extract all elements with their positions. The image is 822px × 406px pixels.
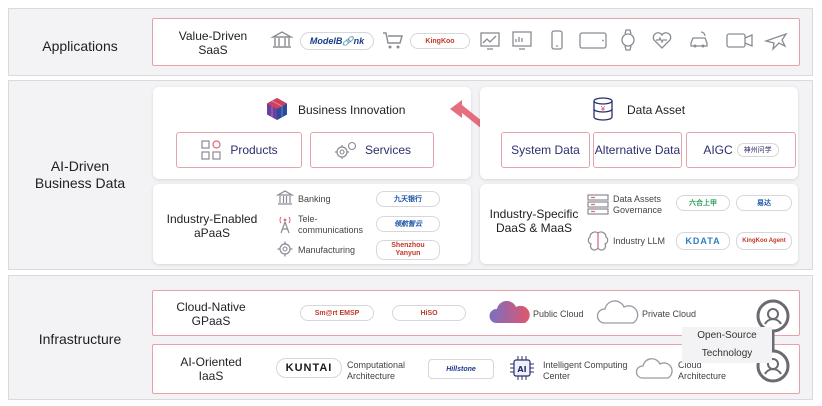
public-cloud-label: Public Cloud [533,309,584,319]
business-data-label-line2: Business Data [34,175,126,191]
kuntai-logo: KUNTAI [276,358,342,378]
private-cloud-icon [596,300,639,324]
system-data-box: System Data [501,132,590,168]
products-box: Products [176,132,302,168]
tablet-icon [579,32,607,49]
shenzhou-yanyun-line1: Shenzhou [391,242,425,249]
data-governance-icon [587,194,609,215]
data-asset-title: Data Asset [627,103,686,117]
services-gear-icon [334,141,357,159]
governance-label-line1: Data Assets [613,194,662,204]
svg-text:¥: ¥ [601,105,606,113]
governance-label-line2: Governance [613,205,663,215]
intelligent-computing-label: Intelligent Computing Center [543,360,628,382]
video-camera-icon [726,33,753,48]
apaas-label: Industry-Enabled aPaaS [160,212,264,240]
database-icon: ¥ [593,97,613,121]
dashboard-icon [512,31,532,50]
computational-label-line1: Computational [347,360,406,370]
bank-icon [270,31,294,48]
manufacturing-label: Manufacturing [298,245,356,255]
shopping-cart-icon [383,32,403,49]
iaas-label-line2: IaaS [198,369,224,383]
mobile-phone-icon [551,30,563,50]
open-source-line2: Technology [682,345,772,363]
infrastructure-label: Infrastructure [38,331,122,347]
smart-vision-logo: 神州问学 [736,143,779,157]
computational-label: Computational Architecture [347,360,405,382]
yida-logo: 易达 [736,195,792,211]
brain-llm-icon [587,231,609,251]
business-data-label-line1: AI-Driven [50,158,110,174]
kingkoo-agent-logo: KingKoo Agent [736,232,792,250]
telecom-label-line1: Tele- [298,214,318,224]
shenzhou-yanyun-line2: Yanyun [395,250,421,257]
shenzhou-yanyun-logo: Shenzhou Yanyun [376,240,440,260]
cloud-architecture-icon [635,358,673,379]
apaas-label-line1: Industry-Enabled [166,212,258,226]
applications-label: Applications [42,38,118,54]
smart-emsp-logo: Sm@rt EMSP [300,305,374,321]
kdata-logo: KDATA [676,232,730,250]
products-label: Products [230,143,278,157]
gpaas-label: Cloud-Native GPaaS [158,300,264,328]
kingkoo-logo: KingKoo [410,33,470,49]
jiutian-bank-logo: 九天银行 [376,191,440,207]
manufacturing-gear-icon [277,241,293,257]
hillstone-logo: Hillstone [428,359,494,379]
cloud-architecture-line1: Cloud [678,360,702,370]
cloud-architecture-label: Cloud Architecture [678,360,726,382]
saas-label-line2: SaaS [198,43,228,57]
open-source-connector-icon [756,299,790,383]
modelbank-logo: ModelB🔗nk [300,32,374,50]
daas-label: Industry-Specific DaaS & MaaS [484,207,584,235]
smartwatch-icon [621,29,635,51]
telecom-label: Tele- communications [298,214,363,236]
linghang-cloud-logo: 领航智云 [376,216,440,232]
banking-label: Banking [298,194,331,204]
health-heart-icon [652,32,672,49]
intelligent-computing-line1: Intelligent Computing [543,360,628,370]
apaas-label-line2: aPaaS [193,226,231,240]
cloud-architecture-line2: Architecture [678,371,727,381]
telecom-label-line2: communications [298,225,364,235]
saas-label: Value-Driven SaaS [158,29,268,57]
intelligent-computing-line2: Center [543,371,571,381]
saas-label-line1: Value-Driven [178,29,248,43]
business-innovation-title: Business Innovation [298,103,406,117]
open-source-line1: Open-Source [682,327,772,345]
open-source-label: Open-Source Technology [682,327,772,363]
public-cloud-icon [489,300,530,323]
alternative-data-box: Alternative Data [593,132,682,168]
aigc-box: AIGC 神州问学 [686,132,796,168]
liuhe-logo: 六合上甲 [676,195,730,211]
trading-chart-icon [480,32,500,50]
connected-car-icon [690,31,708,48]
governance-label: Data Assets Governance [613,194,662,216]
bank-building-icon [276,190,294,205]
computational-label-line2: Architecture [347,371,396,381]
iaas-label: AI-Oriented IaaS [158,355,264,383]
hiso-logo: HiSO [392,305,466,321]
cube-icon [267,98,287,120]
business-data-label: AI-Driven Business Data [16,158,144,192]
telecom-tower-icon [279,216,291,234]
services-label: Services [364,143,411,157]
daas-label-line2: DaaS & MaaS [495,221,573,235]
aigc-label: AIGC [703,143,733,157]
gpaas-label-line1: Cloud-Native [176,300,246,314]
daas-label-line1: Industry-Specific [489,207,579,221]
gpaas-label-line2: GPaaS [191,314,231,328]
airplane-icon [764,32,788,51]
iaas-label-line1: AI-Oriented [180,355,242,369]
private-cloud-label: Private Cloud [642,309,697,319]
services-box: Services [310,132,434,168]
industry-llm-label: Industry LLM [613,236,666,246]
svg-text:AI: AI [517,365,526,374]
ai-chip-icon: AI [510,356,534,380]
products-grid-icon [201,140,221,160]
